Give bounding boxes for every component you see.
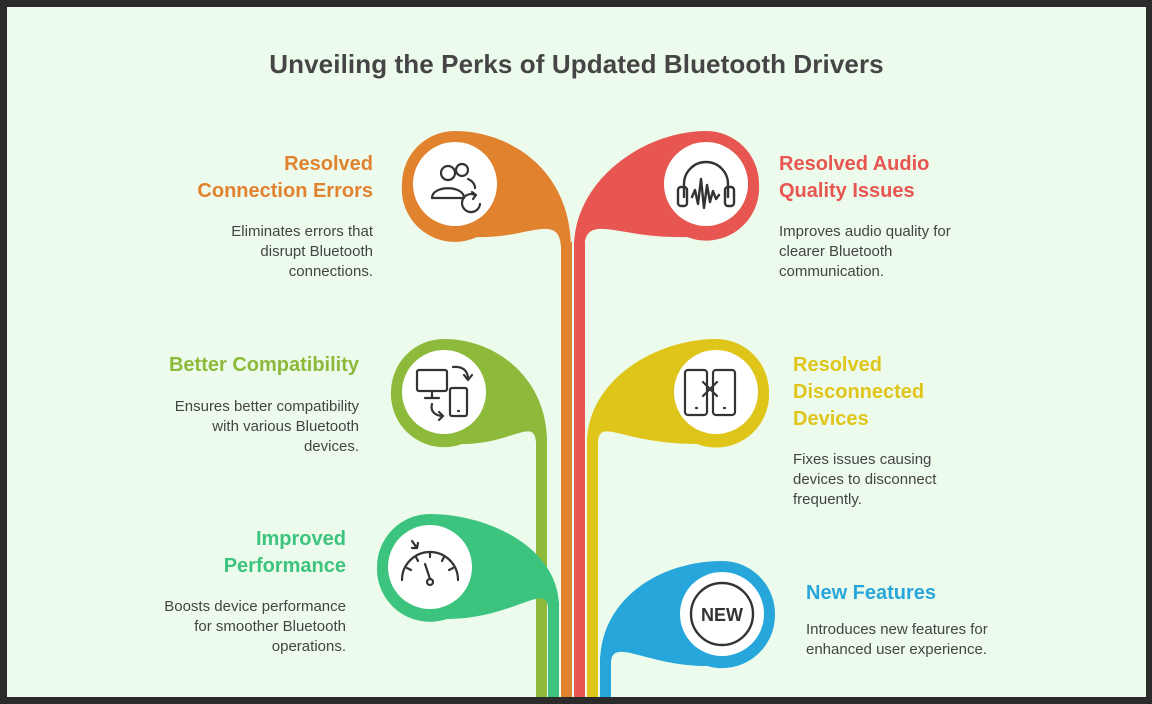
icon-circle-orange <box>413 142 497 226</box>
stem-teal <box>548 602 559 697</box>
desc-new-features: Introduces new features for enhanced use… <box>806 621 988 658</box>
desc-compatibility: Ensures better compatibility with variou… <box>174 398 359 455</box>
stem-yellow <box>587 437 598 697</box>
stem-blue <box>600 657 611 697</box>
page-title: Unveiling the Perks of Updated Bluetooth… <box>269 49 884 79</box>
users-refresh-icon <box>430 162 482 214</box>
headphones-audio-icon <box>676 160 736 210</box>
stem-orange <box>561 242 572 697</box>
heading-disconnected-devices: Resolved Disconnected Devices <box>793 354 925 430</box>
phones-disconnect-icon <box>683 368 737 417</box>
heading-new-features: New Features <box>806 582 937 604</box>
stem-red <box>574 242 585 697</box>
tree-diagram: NEW <box>376 131 776 697</box>
desc-disconnected-devices: Fixes issues causing devices to disconne… <box>793 451 937 508</box>
icon-circle-red <box>664 142 748 226</box>
speedometer-icon <box>400 539 460 587</box>
heading-audio-quality: Resolved Audio Quality Issues <box>779 153 930 202</box>
desc-audio-quality: Improves audio quality for clearer Bluet… <box>779 223 951 280</box>
new-badge-label: NEW <box>701 605 743 625</box>
devices-sync-icon <box>415 365 474 422</box>
icon-circle-yellow <box>674 350 758 434</box>
heading-compatibility: Better Compatibility <box>168 354 359 376</box>
new-badge-icon: NEW <box>689 581 755 647</box>
heading-performance: Improved Performance <box>223 528 346 577</box>
desc-connection-errors: Eliminates errors that disrupt Bluetooth… <box>231 223 373 280</box>
infographic-canvas: Unveiling the Perks of Updated Bluetooth… <box>7 7 1146 697</box>
icon-circle-blue <box>680 572 764 656</box>
desc-performance: Boosts device performance for smoother B… <box>164 598 346 655</box>
icon-circle-teal <box>388 525 472 609</box>
heading-connection-errors: Resolved Connection Errors <box>197 153 373 202</box>
